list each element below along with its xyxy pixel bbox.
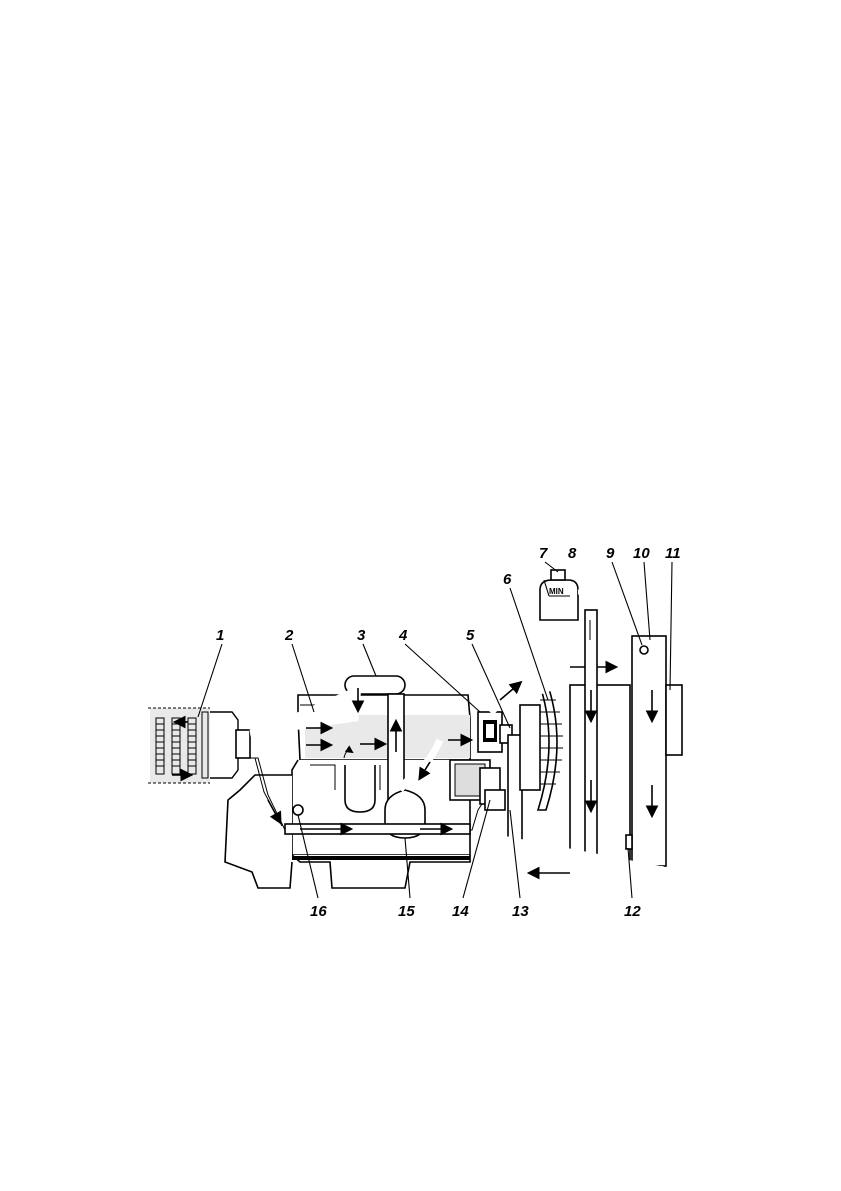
callout-14: 14: [452, 903, 469, 920]
heater-core: [148, 708, 250, 783]
callout-16: 16: [310, 903, 327, 920]
callout-3: 3: [357, 627, 366, 644]
callout-5: 5: [466, 627, 475, 644]
callout-4: 4: [398, 627, 408, 644]
callout-15: 15: [398, 903, 415, 920]
engine-block: [225, 695, 470, 888]
callout-10: 10: [633, 545, 650, 562]
drain-plug-16: [293, 805, 303, 815]
callout-12: 12: [624, 903, 641, 920]
callout-2: 2: [284, 627, 294, 644]
bleed-screw-9: [640, 646, 648, 654]
radiator: [570, 610, 682, 870]
callout-13: 13: [512, 903, 529, 920]
drain-cock-12: [626, 835, 632, 849]
radiator-cap-11: [666, 685, 682, 755]
callout-6: 6: [503, 571, 512, 588]
callout-8: 8: [568, 545, 577, 562]
thermostat-housing: [478, 712, 512, 752]
callout-11: 11: [665, 545, 681, 562]
fan-assembly: [508, 680, 563, 840]
callout-7: 7: [539, 545, 548, 562]
tank-min-label: MIN: [549, 587, 564, 596]
callout-1: 1: [216, 627, 224, 644]
callout-9: 9: [606, 545, 615, 562]
